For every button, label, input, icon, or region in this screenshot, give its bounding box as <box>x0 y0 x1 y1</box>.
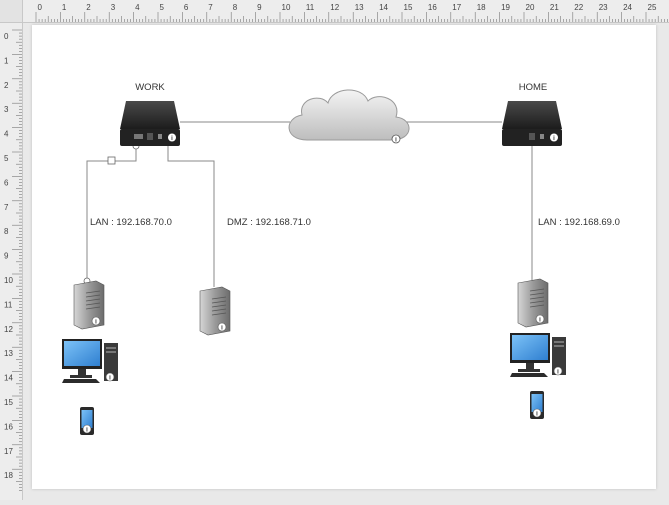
ruler-tick-label: 17 <box>4 447 13 456</box>
dmz-server-icon[interactable]: i <box>199 286 231 336</box>
svg-text:i: i <box>539 318 541 324</box>
home-router-icon[interactable]: i <box>502 101 562 146</box>
dmz-work-label: DMZ : 192.168.71.0 <box>227 217 311 228</box>
ruler-tick-label: 7 <box>208 3 213 12</box>
ruler-tick-label: 2 <box>4 81 9 90</box>
ruler-tick-label: 5 <box>160 3 165 12</box>
info-icon[interactable] <box>550 133 558 142</box>
ruler-tick-label: 19 <box>501 3 510 12</box>
home-label: HOME <box>519 82 548 93</box>
ruler-tick-label: 16 <box>428 3 437 12</box>
svg-text:i: i <box>557 370 559 376</box>
ruler-tick-label: 11 <box>4 300 13 309</box>
info-icon[interactable] <box>532 408 542 418</box>
ruler-tick-label: 9 <box>4 252 9 261</box>
ruler-tick-label: 0 <box>4 32 9 41</box>
info-icon[interactable] <box>168 133 176 142</box>
ruler-tick-label: 10 <box>4 276 13 285</box>
svg-text:i: i <box>395 138 397 144</box>
svg-text:i: i <box>221 326 223 332</box>
ruler-tick-label: 20 <box>526 3 535 12</box>
info-icon[interactable] <box>91 316 101 326</box>
ruler-tick-label: 15 <box>4 398 13 407</box>
home-lan-server-icon[interactable]: i <box>517 278 549 328</box>
ruler-tick-label: 1 <box>4 56 9 65</box>
connector-waypoint-handle[interactable] <box>107 156 116 165</box>
svg-text:i: i <box>109 376 111 382</box>
info-icon[interactable] <box>217 322 227 332</box>
network-diagram: WORK i i HOME i LAN : 192.168.70.0 <box>62 82 620 435</box>
ruler-tick-label: 12 <box>330 3 339 12</box>
ruler-tick-label: 24 <box>623 3 632 12</box>
ruler-tick-label: 6 <box>184 3 189 12</box>
info-icon[interactable] <box>105 372 115 382</box>
ruler-tick-label: 5 <box>4 154 9 163</box>
svg-text:i: i <box>171 136 173 142</box>
ruler-tick-label: 21 <box>550 3 559 12</box>
ruler-tick-label: 13 <box>4 349 13 358</box>
ruler-tick-label: 0 <box>38 3 43 12</box>
ruler-tick-label: 4 <box>4 130 9 139</box>
lan-work-label: LAN : 192.168.70.0 <box>90 217 172 228</box>
work-label: WORK <box>135 82 165 93</box>
ruler-tick-label: 2 <box>86 3 91 12</box>
ruler-tick-label: 15 <box>404 3 413 12</box>
ruler-tick-label: 4 <box>135 3 140 12</box>
work-router-icon[interactable]: i <box>120 101 180 146</box>
connections <box>86 121 533 287</box>
ruler-tick-label: 23 <box>599 3 608 12</box>
internet-cloud-icon[interactable]: i <box>288 89 410 144</box>
lan-home-label: LAN : 192.168.69.0 <box>538 217 620 228</box>
work-phone-icon[interactable]: i <box>80 407 94 435</box>
work-lan-server-icon[interactable]: i <box>73 280 105 330</box>
svg-text:i: i <box>536 412 538 418</box>
info-icon[interactable] <box>391 134 401 144</box>
info-icon[interactable] <box>535 314 545 324</box>
ruler-tick-label: 16 <box>4 422 13 431</box>
info-icon[interactable] <box>82 424 92 434</box>
ruler-tick-label: 12 <box>4 325 13 334</box>
diagram-canvas[interactable]: WORK i i HOME i LAN : 192.168.70.0 <box>32 25 656 489</box>
ruler-tick-label: 9 <box>257 3 262 12</box>
ruler-corner <box>0 0 23 23</box>
ruler-tick-label: 18 <box>4 471 13 480</box>
ruler-tick-label: 18 <box>477 3 486 12</box>
ruler-tick-label: 7 <box>4 203 9 212</box>
ruler-tick-label: 1 <box>62 3 67 12</box>
connector-work-lan[interactable] <box>86 146 137 281</box>
ruler-tick-label: 8 <box>4 227 9 236</box>
ruler-tick-label: 25 <box>648 3 657 12</box>
ruler-tick-label: 3 <box>4 105 9 114</box>
home-phone-icon[interactable]: i <box>530 391 544 419</box>
work-workstation-icon[interactable]: i <box>62 339 118 383</box>
ruler-tick-label: 14 <box>379 3 388 12</box>
info-icon[interactable] <box>553 366 563 376</box>
ruler-tick-label: 6 <box>4 178 9 187</box>
ruler-tick-label: 13 <box>355 3 364 12</box>
ruler-tick-label: 14 <box>4 374 13 383</box>
home-workstation-icon[interactable]: i <box>510 333 566 377</box>
ruler-tick-label: 8 <box>233 3 238 12</box>
connector-work-dmz[interactable] <box>167 146 215 287</box>
svg-text:i: i <box>95 320 97 326</box>
svg-text:i: i <box>86 428 88 434</box>
ruler-tick-label: 22 <box>574 3 583 12</box>
ruler-tick-label: 11 <box>306 3 315 12</box>
ruler-tick-label: 3 <box>111 3 116 12</box>
ruler-tick-label: 10 <box>282 3 291 12</box>
ruler-tick-label: 17 <box>452 3 461 12</box>
svg-text:i: i <box>553 136 555 142</box>
